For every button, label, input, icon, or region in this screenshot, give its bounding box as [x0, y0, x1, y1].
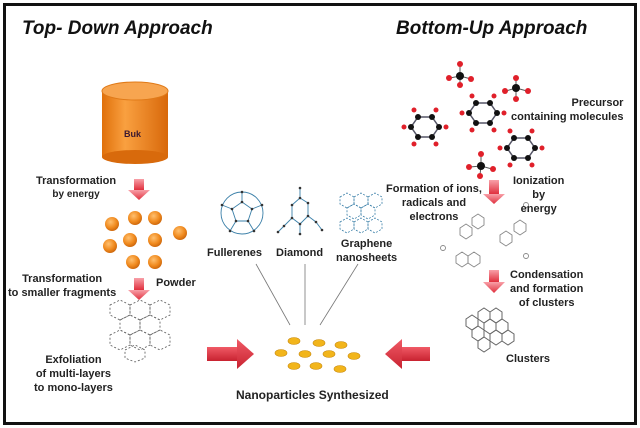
step-exfoliation: Exfoliation of multi-layers to mono-laye…	[34, 353, 113, 395]
graphene-line: Graphene	[340, 238, 393, 250]
ionization-line: by	[532, 189, 546, 201]
graphene-layer-icon	[109, 299, 171, 363]
precursor-molecules-icon	[401, 61, 545, 179]
step-smaller-fragments: Transformation to smaller fragments	[8, 272, 116, 300]
step-line: Exfoliation	[45, 354, 102, 366]
diamond-label: Diamond	[276, 247, 324, 259]
bottom-up-title: Bottom-Up Approach	[396, 18, 588, 39]
formation-label: Formation of ions, radicals and electron…	[386, 182, 482, 224]
top-down-title: Top- Down Approach	[22, 18, 213, 39]
powder-label: Powder	[156, 277, 196, 289]
step-line: by energy	[52, 189, 100, 200]
step-line: to mono-layers	[34, 382, 113, 394]
step-line: of multi-layers	[35, 368, 112, 380]
formation-line: Formation of ions,	[386, 183, 482, 195]
ionization-label: Ionization by energy	[513, 174, 564, 216]
nanoparticles-synthesized-label: Nanoparticles Synthesized	[236, 388, 389, 402]
condensation-line: and formation	[510, 283, 584, 295]
formation-line: electrons	[409, 211, 459, 223]
condensation-line: of clusters	[518, 297, 575, 309]
powder-particles-icon	[103, 211, 187, 269]
step-line: Transformation	[22, 273, 103, 285]
precursor-line: containing molecules	[511, 111, 624, 123]
step-line: to smaller fragments	[8, 287, 117, 299]
bulk-cylinder-icon	[101, 81, 169, 164]
condensation-label: Condensation and formation of clusters	[510, 268, 583, 310]
ionization-line: energy	[520, 203, 557, 215]
down-arrow-icon	[128, 278, 150, 300]
precursor-label: Precursor containing molecules	[511, 96, 623, 124]
fullerenes-label: Fullerenes	[207, 247, 263, 259]
ions-radicals-icon	[440, 202, 529, 268]
graphene-label: Graphene nanosheets	[336, 237, 397, 265]
fullerene-icon	[220, 191, 264, 235]
right-arrow-icon	[207, 339, 254, 369]
down-arrow-icon	[483, 180, 505, 204]
diagram-frame	[3, 3, 637, 425]
formation-line: radicals and	[401, 197, 467, 209]
clusters-label: Clusters	[506, 353, 551, 365]
nanoparticles-icon	[274, 337, 361, 373]
precursor-line: Precursor	[571, 97, 624, 109]
bulk-label: Buk	[124, 129, 142, 139]
condensation-line: Condensation	[510, 269, 584, 281]
clusters-icon	[465, 307, 515, 353]
step-transformation-energy: Transformation by energy	[36, 174, 116, 202]
left-arrow-icon	[385, 339, 430, 369]
graphene-nanosheets-icon	[339, 192, 383, 234]
down-arrow-icon	[483, 270, 505, 293]
diamond-lattice-icon	[277, 188, 323, 234]
step-line: Transformation	[36, 175, 117, 187]
connector-lines	[255, 263, 359, 326]
graphene-line: nanosheets	[336, 252, 398, 264]
down-arrow-icon	[128, 179, 150, 200]
ionization-line: Ionization	[513, 175, 565, 187]
